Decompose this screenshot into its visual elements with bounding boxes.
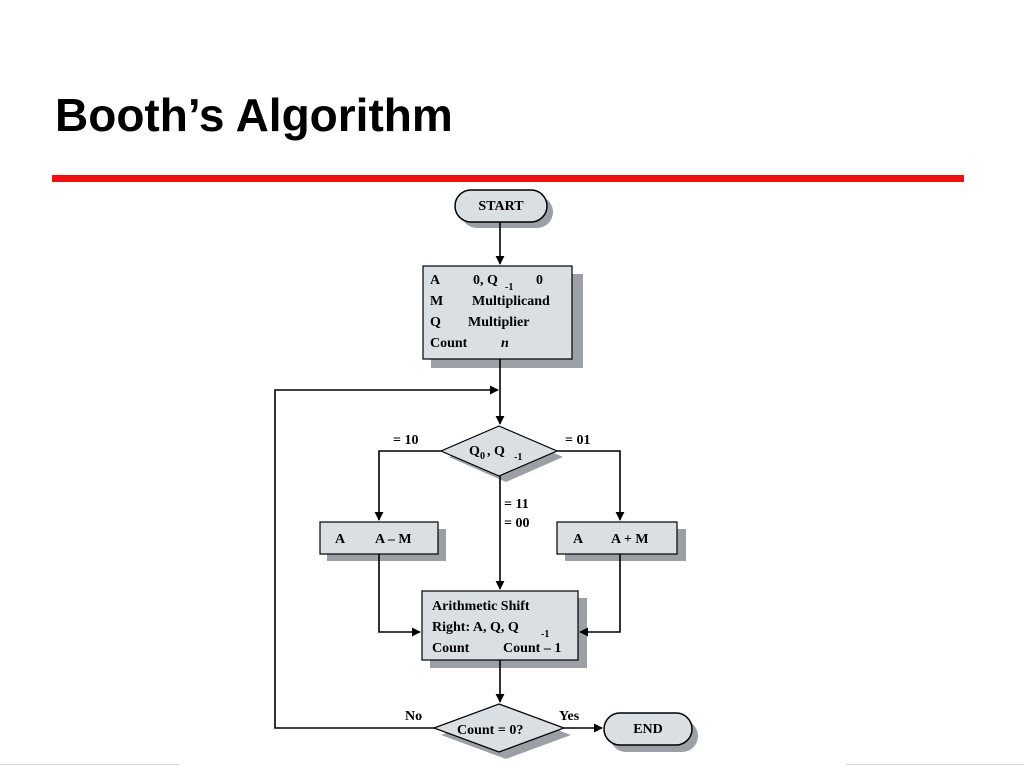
decision-count-zero: Count = 0? xyxy=(432,703,571,759)
shift-box: Arithmetic Shift Right: A, Q, Q -1 Count… xyxy=(421,590,587,668)
shift-count-value: Count – 1 xyxy=(503,641,561,656)
branch-label-01: = 01 xyxy=(565,433,590,448)
init-q-value: 0 xyxy=(536,273,543,288)
title-underline xyxy=(52,175,964,182)
arrow-subtract-to-shift xyxy=(378,554,421,637)
shift-line1: Arithmetic Shift xyxy=(432,599,530,614)
init-m-label: M xyxy=(430,294,443,309)
arrow-decision-to-add xyxy=(557,450,625,521)
init-q-label: Q xyxy=(430,315,441,330)
shift-count-label: Count xyxy=(432,641,470,656)
count-check-label: Count = 0? xyxy=(457,723,523,738)
yes-label: Yes xyxy=(559,709,580,724)
end-terminator: END xyxy=(603,712,698,752)
init-box: A 0, Q -1 0 M Multiplicand Q Multiplier … xyxy=(422,265,583,368)
arrow-decision-to-subtract xyxy=(374,450,441,521)
add-left: A xyxy=(573,532,584,547)
init-q-sub: -1 xyxy=(505,282,513,293)
shift-line2: Right: A, Q, Q xyxy=(432,620,519,635)
slide-title: Booth’s Algorithm xyxy=(55,89,453,141)
decision-q1-sub: -1 xyxy=(514,452,522,463)
init-count-value: n xyxy=(501,336,509,351)
decision-q0-q1: Q 0 , Q -1 xyxy=(439,425,563,482)
init-m-value: Multiplicand xyxy=(472,294,550,309)
init-a-label: A xyxy=(430,273,441,288)
branch-label-10: = 10 xyxy=(393,433,418,448)
init-a-value: 0, Q xyxy=(473,273,498,288)
add-right: A + M xyxy=(611,532,649,547)
decision-q0-sub: 0 xyxy=(480,451,485,462)
branch-label-00: = 00 xyxy=(504,516,529,531)
add-box: A A + M xyxy=(556,521,686,561)
subtract-box: A A – M xyxy=(319,521,446,561)
start-terminator: START xyxy=(454,189,553,228)
init-count-label: Count xyxy=(430,336,468,351)
subtract-right: A – M xyxy=(375,532,412,547)
arrow-loop-back xyxy=(274,385,499,729)
subtract-left: A xyxy=(335,532,346,547)
arrow-add-to-shift xyxy=(579,554,621,637)
decision-sep: , Q xyxy=(487,444,505,459)
decision-q0: Q xyxy=(469,444,480,459)
start-label: START xyxy=(478,199,524,214)
footer-line-left xyxy=(0,764,180,765)
branch-label-11: = 11 xyxy=(504,497,529,512)
shift-line2-sub: -1 xyxy=(541,629,549,640)
no-label: No xyxy=(405,709,422,724)
init-q-desc: Multiplier xyxy=(468,315,529,330)
footer-line-right xyxy=(846,764,1024,765)
end-label: END xyxy=(633,722,663,737)
